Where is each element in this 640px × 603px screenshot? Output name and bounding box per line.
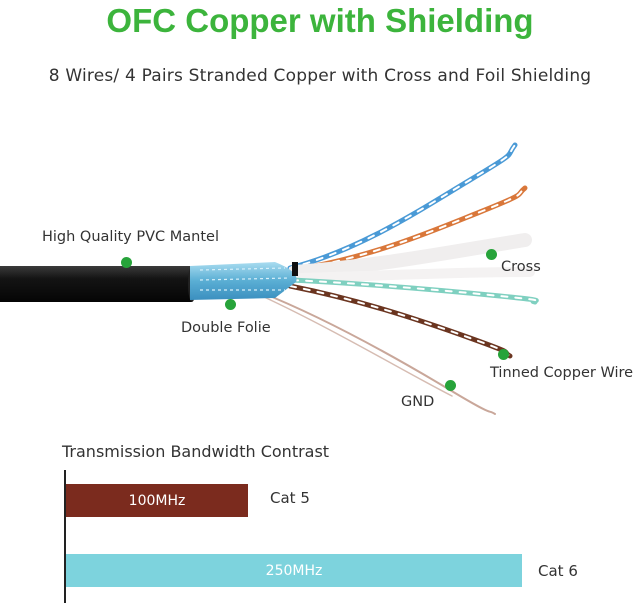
wire-pair-blue — [287, 142, 518, 271]
cross-separator — [288, 233, 535, 283]
pvc-jacket — [0, 266, 192, 302]
label-cross: Cross — [501, 259, 541, 275]
marker-gnd — [445, 380, 456, 391]
label-tinned-copper: Tinned Copper Wire — [490, 365, 634, 381]
bar-cat5: 100MHz — [66, 484, 248, 517]
bandwidth-axis — [64, 470, 66, 603]
marker-pvc-mantel — [121, 257, 132, 268]
label-pvc-mantel: High Quality PVC Mantel — [42, 229, 219, 245]
foil-shield — [190, 262, 297, 300]
wire-pair-green — [289, 277, 539, 305]
page-title: OFC Copper with Shielding — [106, 2, 534, 39]
bar-cat6: 250MHz — [66, 554, 522, 587]
cable-illustration — [0, 142, 539, 415]
marker-tinned-copper — [498, 349, 509, 360]
bar-cat5-label: Cat 5 — [270, 489, 310, 507]
wire-pair-orange — [289, 185, 528, 273]
bar-cat5-value: 100MHz — [128, 492, 186, 509]
gnd-wire — [259, 291, 496, 415]
bandwidth-title: Transmission Bandwidth Contrast — [62, 442, 330, 461]
label-double-folie: Double Folie — [181, 320, 271, 336]
marker-cross — [486, 249, 497, 260]
page-subtitle: 8 Wires/ 4 Pairs Stranded Copper with Cr… — [48, 66, 592, 86]
label-gnd: GND — [401, 394, 435, 410]
bar-cat6-label: Cat 6 — [538, 562, 578, 580]
bar-cat6-value: 250MHz — [265, 562, 323, 579]
marker-double-folie — [225, 299, 236, 310]
